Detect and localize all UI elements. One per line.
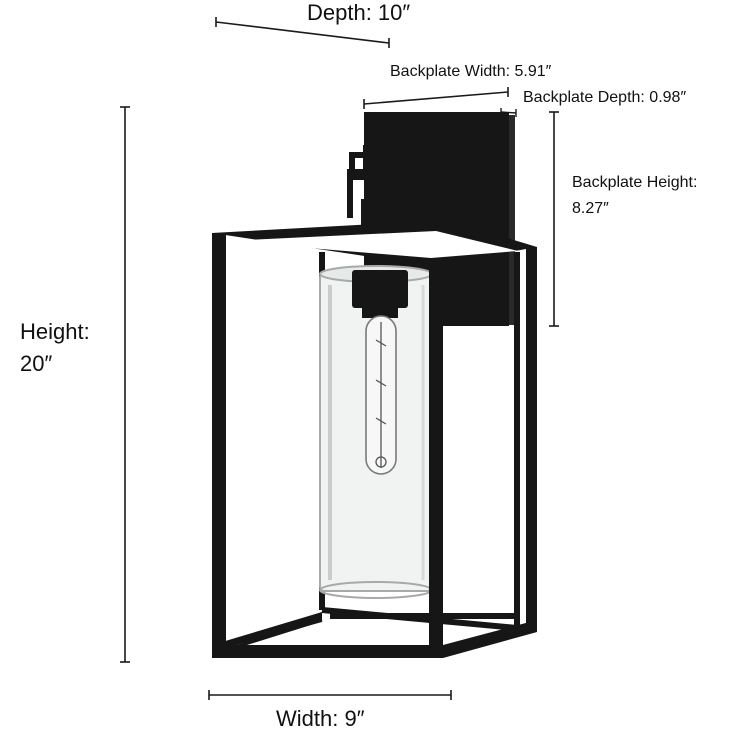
backplate-height-label-line1: Backplate Height: [572,174,698,191]
backplate-height-label-line2: 8.27″ [572,200,609,217]
height-label-line1: Height: [20,319,90,344]
front-frame [212,220,537,658]
wall-lantern-fixture [212,112,537,658]
backplate-width-dimension-line [363,87,509,109]
depth-label: Depth: 10″ [307,0,411,25]
depth-dimension-line [215,17,390,48]
backplate-height-label: Backplate Height: 8.27″ [572,170,697,222]
bulb-socket [352,270,408,318]
backplate-edge [509,115,515,325]
width-label: Width: 9″ [276,706,365,731]
backplate-depth-label: Backplate Depth: 0.98″ [523,89,687,106]
height-label: Height: 20″ [20,316,90,380]
height-label-line2: 20″ [20,351,53,376]
height-dimension-line [120,106,130,663]
backplate-width-label: Backplate Width: 5.91″ [390,63,552,80]
width-dimension-line [208,690,452,700]
mounting-bracket [347,145,441,225]
backplate-height-dimension-line [549,111,559,327]
edison-bulb [365,315,397,475]
